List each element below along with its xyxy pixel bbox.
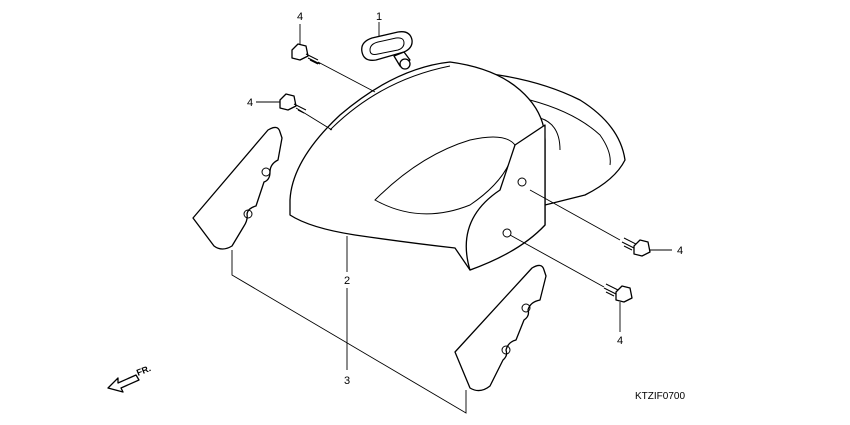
- callout-part1: 1: [376, 11, 382, 23]
- direction-label: FR.: [135, 363, 152, 378]
- callout-bolt-right-lower: 4: [617, 335, 623, 347]
- callout-bolt-upper: 4: [297, 11, 303, 23]
- callout-bolt-right-upper: 4: [677, 245, 683, 257]
- leader-bolt-right-upper: [529, 189, 672, 251]
- callout-bolt-mid-left: 4: [247, 97, 253, 109]
- front-direction-arrow-icon: FR.: [107, 363, 152, 393]
- leader-bolt-mid-left: [256, 101, 333, 131]
- front-fender: [289, 61, 626, 271]
- diagram-code: KTZIF0700: [635, 391, 685, 402]
- bolt-upper: [291, 43, 321, 65]
- callout-part2: 2: [344, 275, 350, 287]
- bolt-right-upper: [621, 237, 651, 257]
- right-side-cover: [454, 264, 547, 392]
- callout-part3: 3: [344, 375, 350, 387]
- bolt-right-lower: [603, 283, 633, 303]
- left-side-cover: [192, 126, 283, 250]
- part3-bracket-line: [231, 250, 467, 414]
- leader-bolt-upper: [299, 24, 376, 93]
- bolt-mid-left: [279, 93, 307, 115]
- leader-bolt-right-lower: [509, 234, 621, 332]
- grommet-clip: [361, 31, 413, 70]
